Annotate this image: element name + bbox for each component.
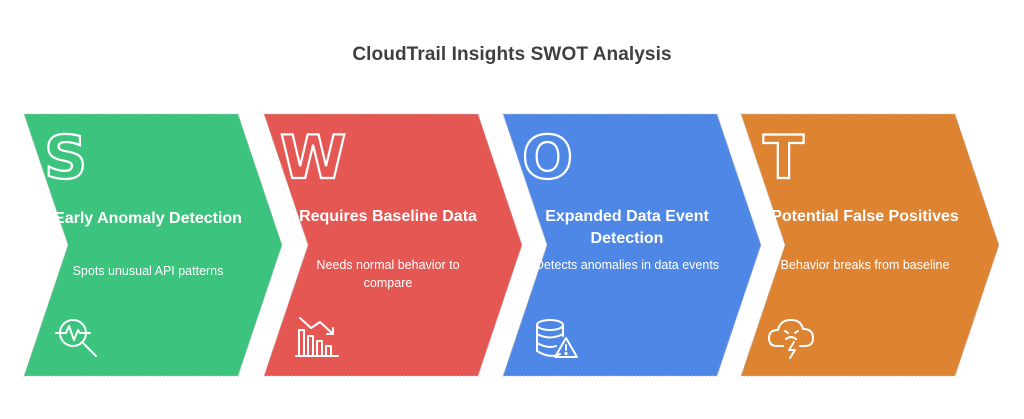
declining-bar-chart-icon (295, 317, 339, 357)
weakness-chevron: W (263, 113, 523, 377)
strength-panel: Early Anomaly Detection Spots unusual AP… (24, 112, 254, 377)
strength-letter: S (44, 123, 87, 193)
strength-description: Spots unusual API patterns (72, 264, 224, 278)
weakness-heading: Requires Baseline Data (299, 208, 477, 225)
opportunity-panel: Expanded Data Event Detection Detects an… (503, 112, 733, 377)
threat-heading: Potential False Positives (771, 208, 959, 225)
opportunity-letter: O (522, 123, 573, 193)
weakness-panel: Requires Baseline Data Needs normal beha… (264, 112, 494, 377)
storm-cloud-icon (768, 319, 814, 359)
magnifier-pulse-icon (55, 319, 97, 357)
weakness-letter: W (280, 123, 346, 193)
opportunity-heading: Expanded Data Event Detection (545, 208, 709, 247)
strength-heading: Early Anomaly Detection (54, 210, 242, 227)
strength-chevron: S (23, 113, 283, 377)
threat-description: Behavior breaks from baseline (780, 258, 950, 272)
weakness-description: Needs normal behavior to compare (316, 258, 460, 290)
threat-chevron: T (740, 113, 1000, 377)
opportunity-chevron: O (502, 113, 762, 377)
database-warning-icon (536, 319, 578, 358)
opportunity-description: Detects anomalies in data events (534, 258, 720, 272)
threat-panel: Potential False Positives Behavior break… (741, 112, 971, 377)
threat-letter: T (763, 123, 804, 193)
diagram-title: CloudTrail Insights SWOT Analysis (352, 44, 672, 65)
